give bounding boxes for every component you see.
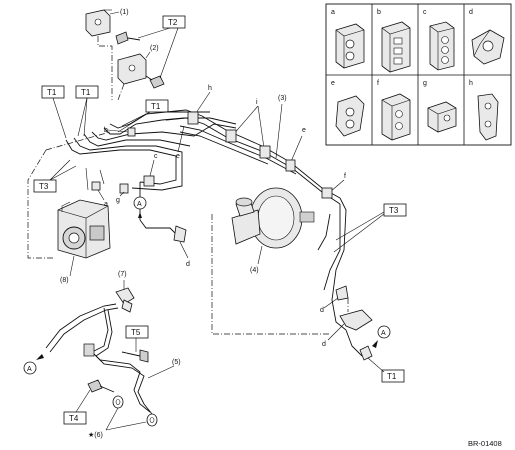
torque-label-T1-left: T1	[47, 88, 57, 97]
letter-g: g	[116, 197, 120, 204]
callout-star-6: ★(6)	[88, 431, 103, 439]
clip-h-drawing	[477, 93, 499, 141]
torque-tag-T4	[63, 411, 87, 425]
right-pipe-run	[317, 197, 347, 331]
torque-tag-T3-right	[383, 203, 407, 217]
letter-d-upper: d	[186, 261, 190, 268]
inset-label-h: h	[469, 80, 473, 87]
callout-3: (3)	[278, 95, 287, 102]
fitting-t1-right	[359, 345, 373, 361]
clip-marker-g	[119, 183, 129, 194]
inset-label-c: c	[423, 9, 427, 16]
torque-label-T1-bottom: T1	[387, 372, 397, 381]
connector-A-left	[23, 361, 37, 375]
bracket-2	[117, 53, 147, 85]
master-cylinder-booster	[231, 187, 315, 249]
inset-label-g: g	[423, 80, 427, 87]
torque-label-T3-left: T3	[39, 182, 49, 191]
abs-hydraulic-unit	[57, 199, 111, 259]
clip-marker-e	[285, 159, 296, 172]
abs-pipe-bundle	[65, 111, 237, 191]
letter-c: c	[154, 153, 158, 160]
clip-inset-panel: a b c d e f g h	[325, 3, 512, 146]
letter-d-lower: d	[322, 341, 326, 348]
callout-8: (8)	[60, 277, 69, 284]
callout-1: (1)	[120, 9, 129, 16]
inset-label-f: f	[377, 80, 379, 87]
callout-2: (2)	[150, 45, 159, 52]
connector-A-top	[133, 196, 147, 210]
bolt-t2-b	[145, 75, 165, 89]
clip-d-drawing	[471, 29, 505, 65]
clip-marker-i-1	[225, 129, 237, 143]
clip-f-drawing	[381, 93, 411, 141]
figure-code: BR-01408	[468, 439, 502, 448]
letter-b: b	[104, 127, 108, 134]
torque-tag-T1-bottom	[381, 369, 405, 383]
torque-label-T5: T5	[131, 328, 141, 337]
clip-marker-b	[127, 127, 136, 137]
torque-tag-T5	[125, 325, 149, 339]
connector-A-right	[377, 325, 391, 339]
clip-marker-i-2	[259, 145, 271, 159]
union-bolt-t4	[87, 379, 115, 393]
torque-tag-T2	[162, 15, 186, 29]
connector-A-left-label: A	[27, 366, 32, 373]
torque-label-T1-mid: T1	[81, 88, 91, 97]
letter-e-right: e	[302, 127, 306, 134]
bolt-t5	[121, 349, 149, 363]
connector-A-right-label: A	[381, 330, 386, 337]
bracket-1	[85, 9, 112, 37]
inset-label-b: b	[377, 9, 381, 16]
clip-g-drawing	[427, 101, 457, 133]
clip-marker-h	[187, 111, 199, 125]
clip-marker-a	[91, 181, 101, 191]
torque-label-T3-right: T3	[389, 206, 399, 215]
clip-e-drawing	[335, 95, 365, 137]
callout-7: (7)	[118, 271, 127, 278]
brake-hose-5	[45, 303, 153, 415]
clip-marker-d-mid	[335, 285, 349, 301]
clip-c-drawing	[429, 21, 455, 71]
clip-marker-d-upper	[173, 225, 187, 243]
clip-marker-f	[321, 187, 333, 199]
inset-label-d: d	[469, 9, 473, 16]
inset-label-e: e	[331, 80, 335, 87]
letter-h: h	[208, 85, 212, 92]
torque-label-T1-right: T1	[151, 102, 161, 111]
bracket-7	[115, 287, 135, 313]
letter-f: f	[344, 173, 346, 180]
bolt-t2-a	[115, 31, 141, 45]
clip-marker-c	[143, 175, 155, 187]
torque-label-T4: T4	[69, 414, 79, 423]
clip-b-drawing	[381, 21, 411, 73]
torque-label-T2: T2	[168, 18, 178, 27]
inset-label-a: a	[331, 9, 335, 16]
clip-marker-d-lower	[339, 309, 373, 331]
callout-5: (5)	[172, 359, 181, 366]
torque-tag-T3-left	[33, 179, 57, 193]
letter-e-left: e	[176, 153, 180, 160]
callout-4: (4)	[250, 267, 259, 274]
letter-a: a	[104, 201, 108, 208]
connector-A-top-label: A	[137, 201, 142, 208]
letter-i: i	[256, 99, 258, 106]
torque-tag-T1-right	[145, 99, 169, 113]
letter-d-mid: d	[320, 307, 324, 314]
clip-a-drawing	[335, 23, 365, 69]
